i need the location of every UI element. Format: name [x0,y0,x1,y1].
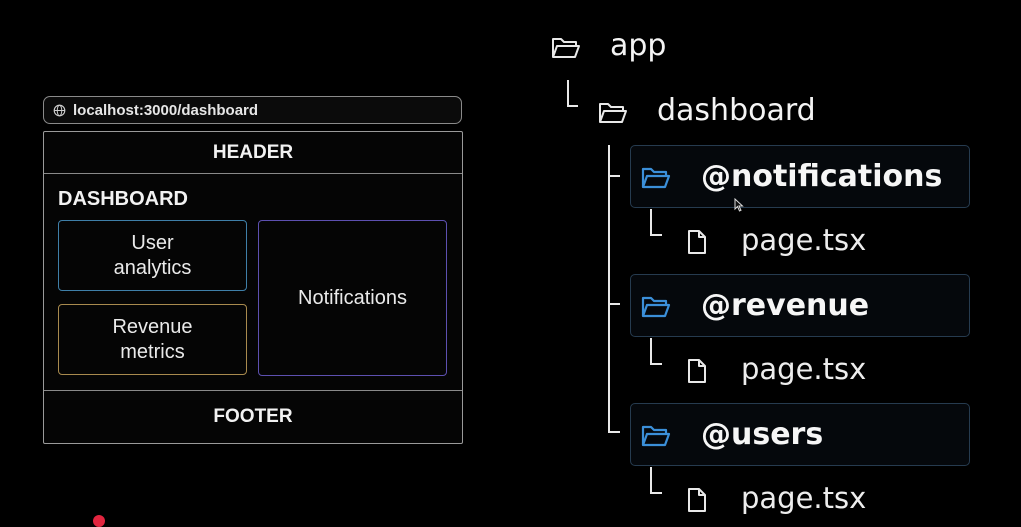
tree-connector [650,209,652,236]
slot-name: @users [701,417,824,452]
url-bar[interactable]: localhost:3000/dashboard [43,96,462,124]
tree-root-label: app [610,28,667,63]
tree-connector [650,234,662,236]
dashboard-title: DASHBOARD [58,188,188,210]
tree-connector [650,338,652,365]
folder-open-icon [552,38,580,58]
layout-footer: FOOTER [44,390,462,443]
tree-branch [608,431,620,433]
globe-icon [53,104,66,116]
tree-connector [650,467,652,494]
folder-open-icon [641,296,671,318]
revenue-metrics-slot: Revenue metrics [58,304,247,375]
tree-connector [650,492,662,494]
tree-connector [567,105,578,107]
slot-name: @notifications [701,159,943,194]
file-icon [688,230,706,254]
tree-connector [567,80,569,107]
tree-trunk [608,145,610,432]
url-text: localhost:3000/dashboard [73,101,259,119]
slot-name: @revenue [701,288,870,323]
tree-connector [650,363,662,365]
folder-open-icon [641,425,671,447]
file-name: page.tsx [741,223,867,257]
user-analytics-slot: User analytics [58,220,247,291]
folder-open-icon [641,167,671,189]
tree-branch [608,303,620,305]
browser-window: HEADER DASHBOARD User analytics Revenue … [43,131,463,444]
slot-folder-revenue[interactable]: @revenue [630,274,970,337]
file-icon [688,488,706,512]
user-analytics-label: User analytics [113,231,192,279]
folder-open-icon [599,103,627,123]
slot-folder-users[interactable]: @users [630,403,970,466]
revenue-metrics-label: Revenue metrics [112,315,193,363]
slot-folder-notifications[interactable]: @notifications [630,145,970,208]
notifications-slot: Notifications [258,220,447,376]
layout-header: HEADER [44,132,462,174]
mouse-cursor-icon [734,198,744,212]
file-name: page.tsx [741,352,867,386]
tree-branch [608,175,620,177]
notifications-label: Notifications [298,286,407,309]
tree-dashboard-label: dashboard [657,93,816,128]
file-icon [688,359,706,383]
file-name: page.tsx [741,481,867,515]
record-dot [93,515,105,527]
